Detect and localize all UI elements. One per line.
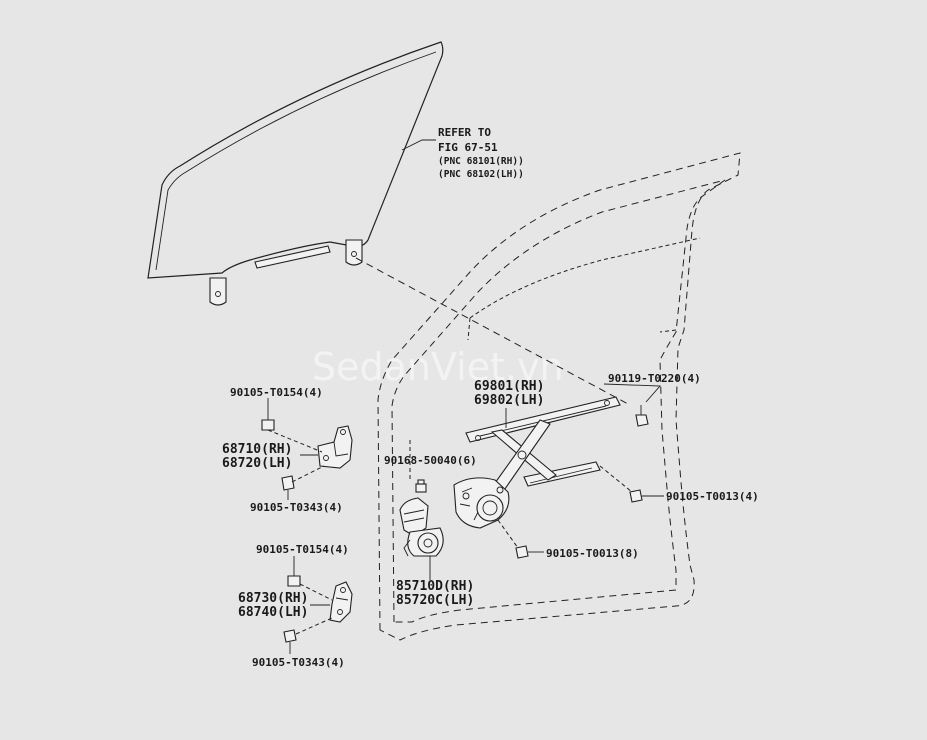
door-glass	[147, 41, 444, 306]
bolt-90168	[415, 479, 427, 493]
label-upper-hinge-bolt-top: 90105-T0154(4)	[230, 386, 323, 399]
label-regulator-rh: 69801(RH)	[474, 379, 544, 394]
window-motor	[399, 497, 444, 557]
label-upper-hinge-lh: 68720(LH)	[222, 456, 292, 471]
label-upper-hinge-rh: 68710(RH)	[222, 442, 292, 457]
glass-bracket-right	[345, 239, 363, 266]
refer-note: REFER TO FIG 67-51 (PNC 68101(RH)) (PNC …	[401, 126, 524, 180]
door-frame-outline	[377, 152, 741, 641]
label-lower-hinge-bolt-bottom: 90105-T0343(4)	[252, 656, 345, 669]
refer-note-line4: (PNC 68102(LH))	[438, 169, 524, 180]
label-bolt-t0013-b: 90105-T0013(8)	[546, 547, 639, 560]
refer-note-line3: (PNC 68101(RH))	[438, 156, 524, 167]
upper-hinge	[261, 398, 353, 500]
label-bolt-t0013-a: 90105-T0013(4)	[666, 490, 759, 503]
refer-note-line2: FIG 67-51	[438, 141, 498, 154]
label-lower-hinge-bolt-top: 90105-T0154(4)	[256, 543, 349, 556]
label-motor-lh: 85720C(LH)	[396, 593, 474, 608]
glass-to-regulator-leader	[355, 257, 631, 406]
bolt-90119	[603, 383, 661, 427]
bolt-t0013-a	[599, 465, 664, 503]
label-motor-rh: 85710D(RH)	[396, 579, 474, 594]
label-lower-hinge-lh: 68740(LH)	[238, 605, 308, 620]
label-bolt-90119: 90119-T0220(4)	[608, 372, 701, 385]
lower-hinge	[283, 556, 353, 654]
label-regulator-lh: 69802(LH)	[474, 393, 544, 408]
label-lower-hinge-rh: 68730(RH)	[238, 591, 308, 606]
label-bolt-90168: 90168-50040(6)	[384, 454, 477, 467]
watermark: SedanViet.vn	[312, 345, 564, 389]
label-upper-hinge-bolt-bottom: 90105-T0343(4)	[250, 501, 343, 514]
window-regulator	[453, 396, 621, 529]
bolt-t0013-b	[497, 519, 544, 559]
refer-note-line1: REFER TO	[438, 126, 491, 139]
